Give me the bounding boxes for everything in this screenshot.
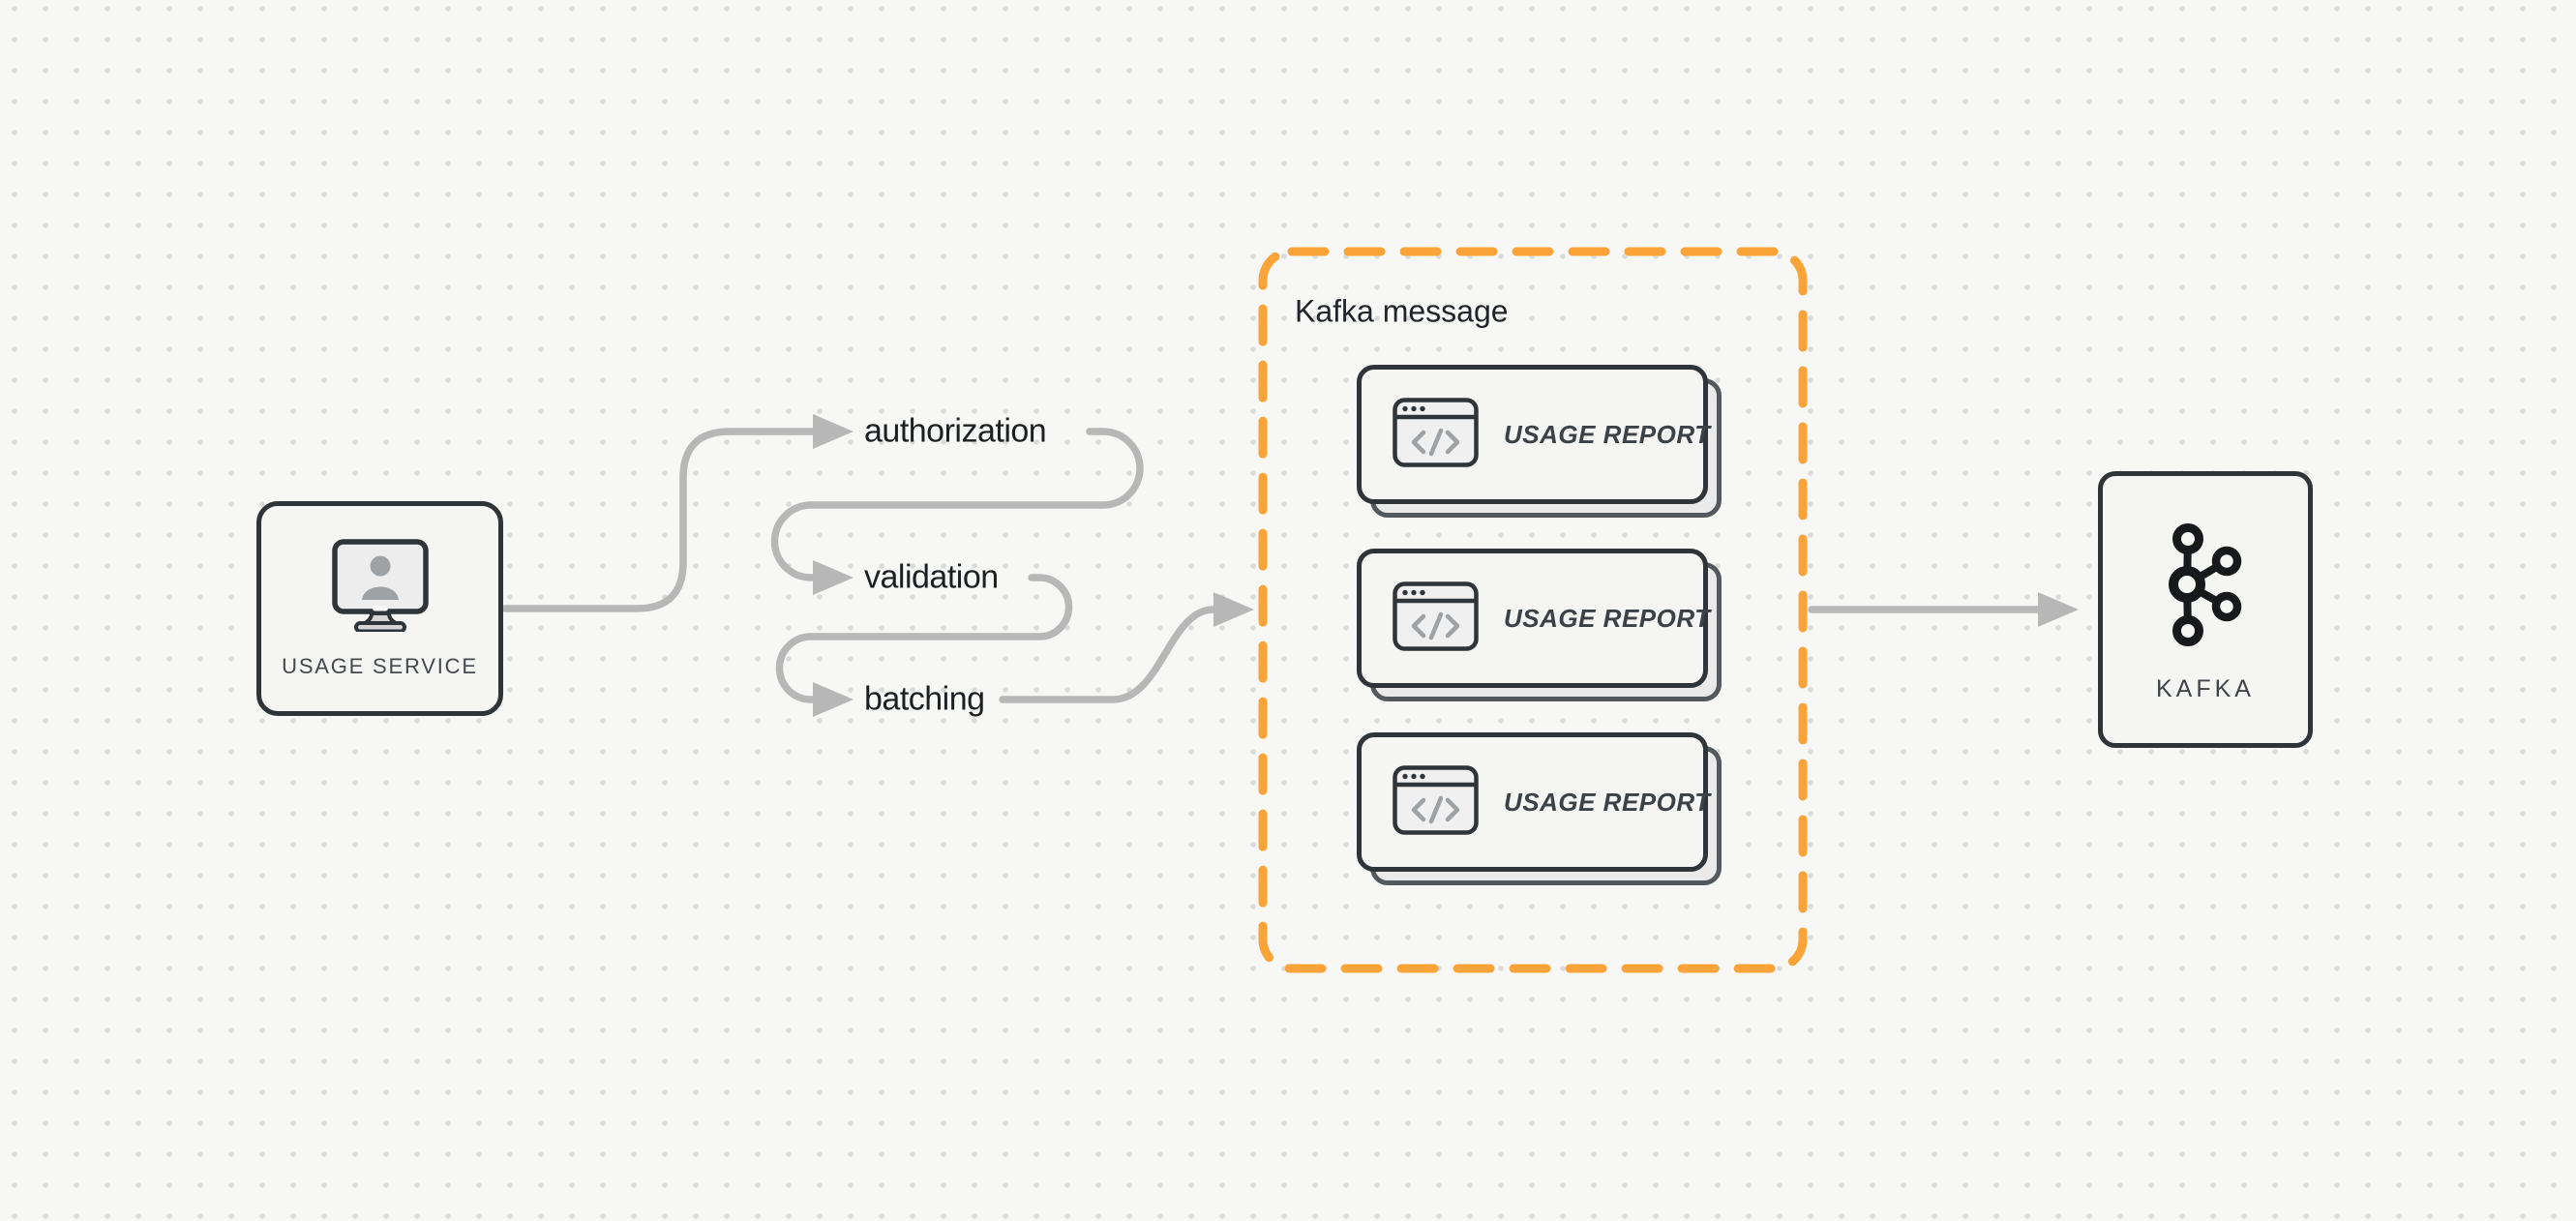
- usage-report-label: USAGE REPORT: [1504, 603, 1711, 633]
- code-window-icon: [1393, 764, 1479, 840]
- monitor-user-icon: [331, 538, 429, 637]
- kafka-logo-icon: [2162, 516, 2249, 656]
- code-window-icon: [1393, 397, 1479, 472]
- kafka-node: KAFKA: [2098, 471, 2313, 748]
- flow-step-batching: batching: [864, 680, 985, 718]
- usage-service-label: USAGE SERVICE: [282, 653, 478, 678]
- arrow-batching-to-kafka-message: [999, 606, 1217, 703]
- usage-report-label: USAGE REPORT: [1504, 419, 1711, 449]
- flow-step-validation: validation: [864, 558, 999, 596]
- arrow-authorization-to-validation: [770, 428, 1144, 581]
- usage-service-node: USAGE SERVICE: [256, 501, 503, 716]
- arrow-usage-service-to-authorization: [501, 428, 817, 612]
- usage-report-card: USAGE REPORT: [1357, 365, 1722, 518]
- arrowhead-validation: [813, 560, 854, 595]
- kafka-message-group-border: [1258, 247, 1808, 973]
- arrowhead-into-kafka: [2038, 592, 2079, 627]
- arrowhead-authorization: [813, 414, 854, 449]
- arrow-validation-to-batching: [775, 574, 1073, 703]
- kafka-label: KAFKA: [2156, 675, 2255, 702]
- usage-report-card: USAGE REPORT: [1357, 732, 1722, 885]
- arrowhead-into-kafka-message: [1213, 592, 1254, 627]
- usage-report-label: USAGE REPORT: [1504, 787, 1711, 817]
- usage-report-card: USAGE REPORT: [1357, 549, 1722, 701]
- kafka-message-group-title: Kafka message: [1295, 293, 1509, 329]
- arrowhead-batching: [813, 682, 854, 717]
- flow-step-authorization: authorization: [864, 412, 1047, 450]
- code-window-icon: [1393, 581, 1479, 656]
